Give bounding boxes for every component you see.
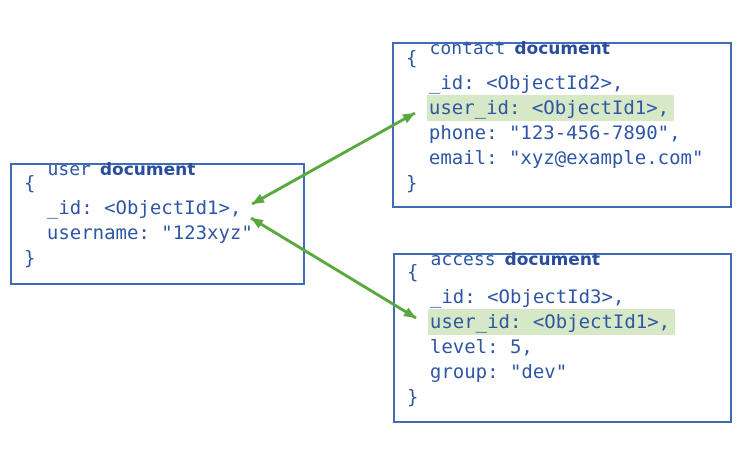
code-line-username-field: username: "123xyz" <box>24 221 303 246</box>
code-line: { <box>406 46 730 71</box>
code-text: } <box>24 247 36 269</box>
document-contact-box: { _id: <ObjectId2>, user_id: <ObjectId1>… <box>392 42 732 208</box>
code-text: _id: <ObjectId1>, <box>46 197 242 219</box>
code-line: } <box>406 171 730 196</box>
code-text: phone: "123-456-7890", <box>428 122 681 144</box>
code-text: { <box>24 172 36 194</box>
code-line-phone-field: phone: "123-456-7890", <box>406 121 730 146</box>
highlighted-user-id-field: user_id: <ObjectId1>, <box>426 95 675 121</box>
code-line-id-field: _id: <ObjectId1>, <box>24 196 303 221</box>
document-access: access document { _id: <ObjectId3>, user_… <box>393 249 732 423</box>
code-line-level-field: level: 5, <box>407 335 730 360</box>
code-text: } <box>407 386 419 408</box>
code-text: _id: <ObjectId2>, <box>428 72 624 94</box>
code-text: email: "xyz@example.com" <box>428 147 704 169</box>
document-contact: contact document { _id: <ObjectId2>, user… <box>392 38 732 208</box>
document-access-title-name: access <box>430 249 496 270</box>
code-text: } <box>406 172 418 194</box>
code-line-email-field: email: "xyz@example.com" <box>406 146 730 171</box>
document-contact-title-type: document <box>514 39 610 59</box>
code-line: } <box>407 385 730 410</box>
code-text: username: "123xyz" <box>46 222 253 244</box>
document-user-box: { _id: <ObjectId1>, username: "123xyz" } <box>10 163 305 285</box>
document-contact-title-name: contact <box>429 38 506 59</box>
code-line-user-id-field: user_id: <ObjectId1>, <box>406 95 730 121</box>
document-contact-title: contact document <box>399 16 610 59</box>
document-user-title-name: user <box>47 159 91 180</box>
document-access-title-type: document <box>504 250 601 270</box>
code-text: group: "dev" <box>429 361 568 383</box>
document-access-box: { _id: <ObjectId3>, user_id: <ObjectId1>… <box>393 253 732 423</box>
code-line-id-field: _id: <ObjectId3>, <box>407 285 730 310</box>
code-line-group-field: group: "dev" <box>407 360 730 385</box>
code-text: _id: <ObjectId3>, <box>429 286 625 308</box>
document-user-title-type: document <box>99 160 196 180</box>
code-text: level: 5, <box>429 336 533 358</box>
code-line-user-id-field: user_id: <ObjectId1>, <box>407 309 730 335</box>
code-text: { <box>406 47 418 69</box>
document-access-title: access document <box>400 227 601 270</box>
document-user-title: user document <box>17 137 196 180</box>
document-user: user document { _id: <ObjectId1>, usernam… <box>10 159 305 285</box>
highlighted-user-id-field: user_id: <ObjectId1>, <box>427 309 676 335</box>
code-line: { <box>24 171 303 196</box>
code-line: } <box>24 246 303 271</box>
code-line-id-field: _id: <ObjectId2>, <box>406 71 730 96</box>
